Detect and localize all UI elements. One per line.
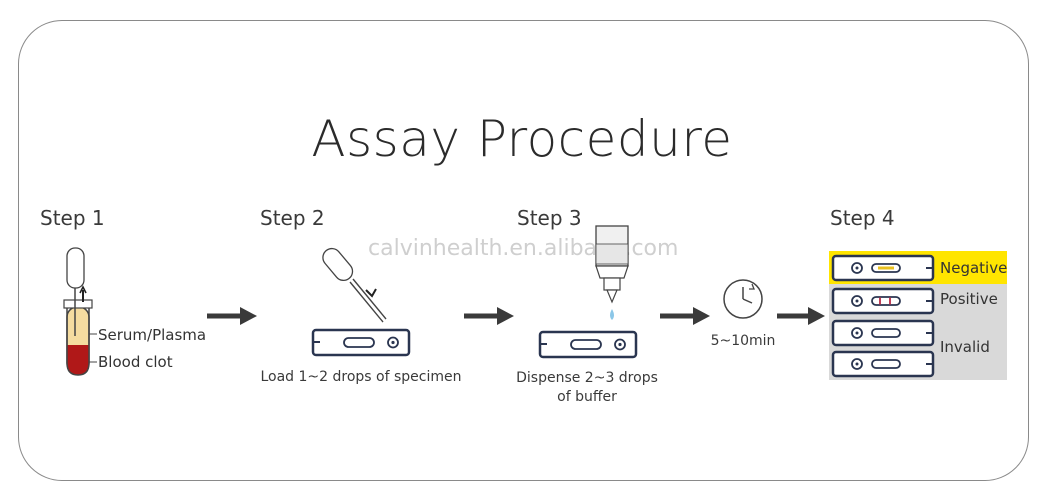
buffer-bottle-icon bbox=[595, 225, 629, 320]
step-1-label: Step 1 bbox=[40, 206, 105, 230]
positive-label: Positive bbox=[940, 290, 998, 308]
step-3-label: Step 3 bbox=[517, 206, 582, 230]
serum-plasma-label: Serum/Plasma bbox=[98, 326, 207, 344]
step-2-caption: Load 1~2 drops of specimen bbox=[260, 369, 462, 385]
result-cassette-invalid-2 bbox=[831, 350, 935, 378]
arrow-icon-1 bbox=[207, 307, 257, 325]
page-title: Assay Procedure bbox=[311, 110, 733, 168]
pipette-icon bbox=[66, 247, 87, 336]
step-3-caption-line1: Dispense 2~3 drops bbox=[516, 370, 658, 386]
result-cassette-invalid-1 bbox=[831, 319, 935, 347]
step-3-caption-line2: of buffer bbox=[557, 389, 617, 405]
result-cassette-positive bbox=[831, 287, 935, 315]
clock-icon bbox=[723, 279, 763, 319]
test-cassette-icon-step2 bbox=[311, 328, 411, 357]
arrow-icon-3 bbox=[660, 307, 710, 325]
result-cassette-negative bbox=[831, 254, 935, 282]
test-cassette-icon-step3 bbox=[538, 330, 638, 359]
arrow-icon-2 bbox=[464, 307, 514, 325]
step-4-label: Step 4 bbox=[830, 206, 895, 230]
invalid-label: Invalid bbox=[940, 338, 990, 356]
timer-label: 5~10min bbox=[710, 333, 776, 349]
dropper-icon bbox=[322, 247, 387, 323]
blood-tube-icon bbox=[63, 299, 93, 376]
diagram-frame bbox=[18, 20, 1029, 481]
blood-clot-label: Blood clot bbox=[98, 353, 173, 371]
negative-label: Negative bbox=[940, 259, 1008, 277]
arrow-icon-4 bbox=[777, 307, 825, 325]
step-2-label: Step 2 bbox=[260, 206, 325, 230]
